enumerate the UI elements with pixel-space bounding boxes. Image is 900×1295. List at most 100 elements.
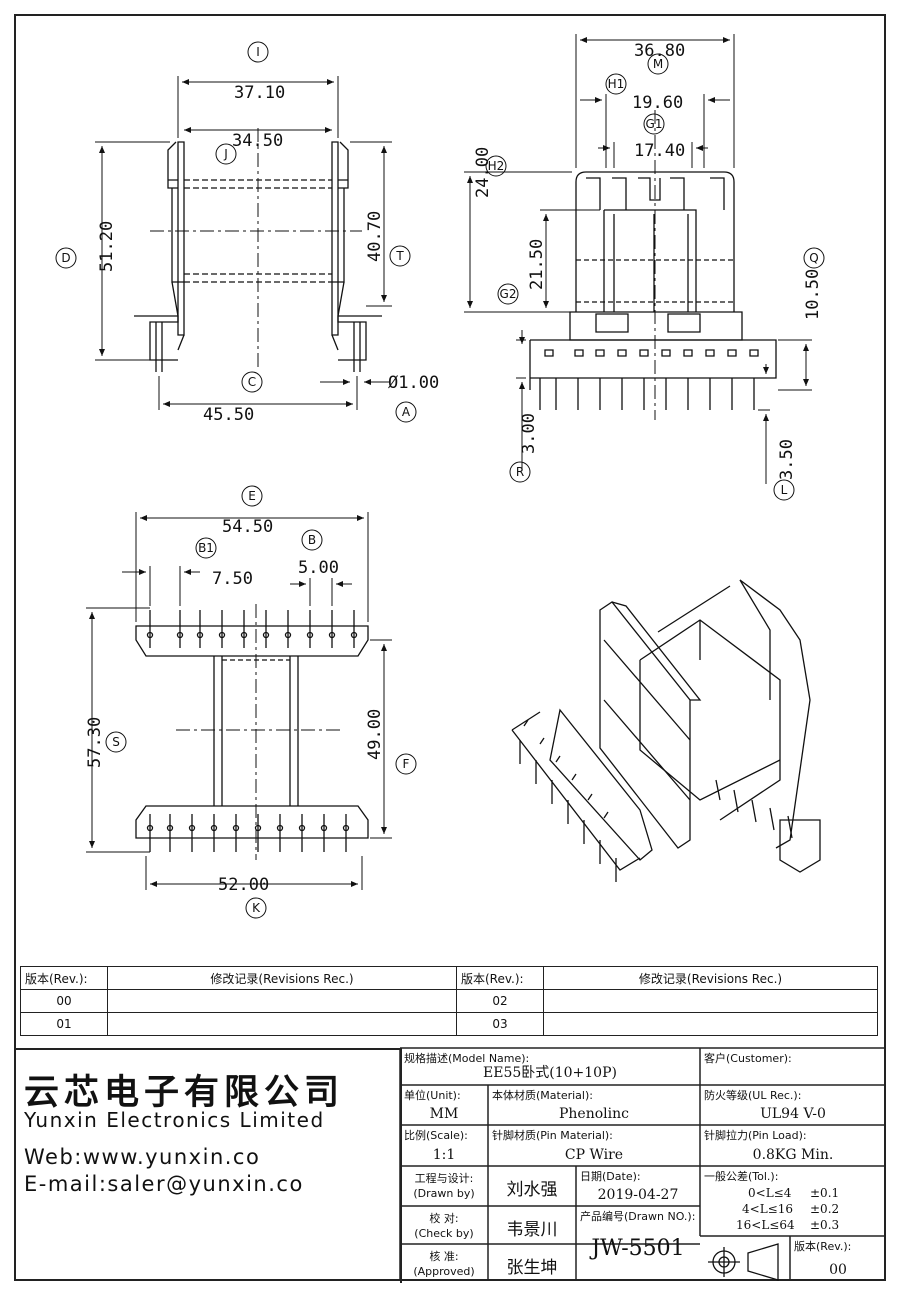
approved-label: 核 准: (Approved) <box>400 1244 488 1286</box>
tag-b: B <box>308 533 316 547</box>
approved-name: 张生坤 <box>506 1258 558 1278</box>
tag-a: A <box>402 405 411 419</box>
tag-k: K <box>252 901 261 915</box>
rec-cell <box>107 989 457 1013</box>
tolerance-label: 一般公差(Tol.): <box>704 1170 779 1183</box>
material-cell: 本体材质(Material): Phenolinc <box>488 1085 700 1125</box>
dim-1-00: Ø1.00 <box>388 373 439 393</box>
tol-value: ±0.3 <box>810 1218 840 1232</box>
check-by-cn: 校 对: <box>429 1212 459 1225</box>
ul-value: UL94 V-0 <box>760 1106 826 1122</box>
dim-36-80: 36.80 <box>634 41 685 61</box>
rec-cell <box>543 1012 878 1036</box>
side-view <box>529 110 777 420</box>
rev-cell: 03 <box>456 1012 544 1036</box>
rec-header-1: 修改记录(Revisions Rec.) <box>107 966 457 990</box>
company-block: 云芯电子有限公司 Yunxin Electronics Limited Web:… <box>14 1048 402 1283</box>
drawn-by-label: 工程与设计: (Drawn by) <box>400 1166 488 1211</box>
bottom-view <box>135 604 369 860</box>
revision-table: 版本(Rev.): 修改记录(Revisions Rec.) 版本(Rev.):… <box>20 966 878 1036</box>
tag-e: E <box>248 489 256 503</box>
dim-37-10: 37.10 <box>234 83 285 103</box>
rec-cell <box>543 989 878 1013</box>
date-value: 2019-04-27 <box>597 1187 679 1203</box>
drawn-no-cell: 产品编号(Drawn NO.): JW-5501 <box>576 1206 700 1281</box>
unit-label: 单位(Unit): <box>404 1089 461 1102</box>
unit-cell: 单位(Unit): MM <box>400 1085 488 1125</box>
rev-header-1: 版本(Rev.): <box>20 966 108 990</box>
tolerance-cell: 一般公差(Tol.): 0<L≤4 ±0.1 4<L≤16 ±0.2 16<L≤… <box>700 1166 886 1236</box>
dim-45-50: 45.50 <box>203 405 254 425</box>
tag-h2: H2 <box>488 159 505 173</box>
tag-l: L <box>781 483 788 497</box>
tag-c: C <box>248 375 256 389</box>
drawn-no-label: 产品编号(Drawn NO.): <box>580 1210 696 1223</box>
dim-54-50: 54.50 <box>222 517 273 537</box>
dim-7-50: 7.50 <box>212 569 253 589</box>
material-label: 本体材质(Material): <box>492 1089 593 1102</box>
check-by-label: 校 对: (Check by) <box>400 1206 488 1249</box>
dim-34-50: 34.50 <box>232 131 283 151</box>
customer-cell: 客户(Customer): <box>700 1048 886 1085</box>
rev-label: 版本(Rev.): <box>794 1240 852 1253</box>
drawn-by-en: (Drawn by) <box>413 1187 475 1200</box>
dim-21-50: 21.50 <box>527 239 547 290</box>
tag-q: Q <box>809 251 818 265</box>
projection-symbol-icon <box>708 1243 779 1281</box>
rev-value: 00 <box>829 1262 847 1278</box>
tol-range: 0<L≤4 <box>748 1186 792 1200</box>
material-value: Phenolinc <box>559 1106 629 1122</box>
pin-material-label: 针脚材质(Pin Material): <box>492 1129 613 1142</box>
drawn-no-value: JW-5501 <box>591 1236 685 1261</box>
tag-i: I <box>256 45 260 59</box>
company-email: E-mail:saler@yunxin.co <box>24 1172 304 1196</box>
rec-header-2: 修改记录(Revisions Rec.) <box>543 966 878 990</box>
dim-10-50: 10.50 <box>803 269 823 320</box>
drawn-by-cn: 工程与设计: <box>414 1172 474 1185</box>
tol-range: 16<L≤64 <box>736 1218 795 1232</box>
pin-material-value: CP Wire <box>564 1147 624 1163</box>
tag-j: J <box>223 147 228 161</box>
tag-b1: B1 <box>198 541 214 555</box>
pin-load-label: 针脚拉力(Pin Load): <box>704 1129 807 1142</box>
dim-52-00: 52.00 <box>218 875 269 895</box>
tag-g2: G2 <box>500 287 517 301</box>
drawing-sheet <box>14 14 886 1281</box>
model-label: 规格描述(Model Name): <box>404 1052 530 1065</box>
customer-label: 客户(Customer): <box>704 1052 792 1065</box>
approved-en: (Approved) <box>413 1265 475 1278</box>
rev-cell: 版本(Rev.): 00 <box>790 1236 886 1281</box>
ul-label: 防火等级(UL Rec.): <box>704 1089 802 1102</box>
approved-cn: 核 准: <box>429 1250 459 1263</box>
pin-load-value: 0.8KG Min. <box>752 1147 834 1163</box>
company-web: Web:www.yunxin.co <box>24 1145 261 1169</box>
unit-value: MM <box>429 1106 459 1122</box>
isometric-view <box>511 579 821 882</box>
tag-r: R <box>516 465 524 479</box>
dim-3-00: 3.00 <box>519 413 539 454</box>
date-cell: 日期(Date): 2019-04-27 <box>576 1166 700 1206</box>
pin-material-cell: 针脚材质(Pin Material): CP Wire <box>488 1125 700 1166</box>
scale-label: 比例(Scale): <box>404 1129 468 1142</box>
scale-cell: 比例(Scale): 1:1 <box>400 1125 488 1166</box>
tag-m: M <box>653 57 663 71</box>
company-name-en: Yunxin Electronics Limited <box>24 1108 325 1132</box>
rev-cell: 02 <box>456 989 544 1013</box>
tag-s: S <box>112 735 120 749</box>
dim-51-20: 51.20 <box>97 221 117 272</box>
tag-t: T <box>395 249 404 263</box>
rev-cell: 01 <box>20 1012 108 1036</box>
dim-57-30: 57.30 <box>85 717 105 768</box>
model-value: EE55卧式(10+10P) <box>483 1065 617 1081</box>
tol-value: ±0.1 <box>810 1186 840 1200</box>
rev-header-2: 版本(Rev.): <box>456 966 544 990</box>
drawn-by-name: 刘水强 <box>506 1180 558 1200</box>
date-label: 日期(Date): <box>580 1170 641 1183</box>
company-name-cn: 云芯电子有限公司 <box>24 1072 345 1113</box>
rev-cell: 00 <box>20 989 108 1013</box>
dim-5-00: 5.00 <box>298 558 339 578</box>
tag-g1: G1 <box>646 117 663 131</box>
dim-19-60: 19.60 <box>632 93 683 113</box>
ul-cell: 防火等级(UL Rec.): UL94 V-0 <box>700 1085 886 1125</box>
scale-value: 1:1 <box>432 1147 456 1163</box>
